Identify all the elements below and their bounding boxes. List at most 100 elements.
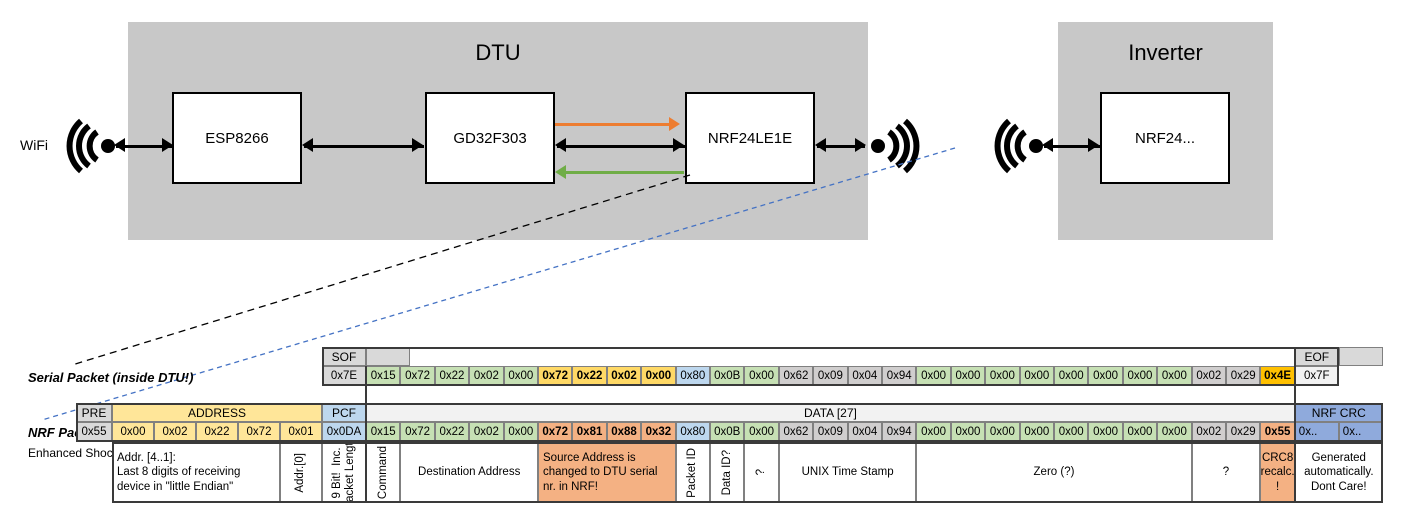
- nrf-byte-2: 0x22: [434, 422, 470, 442]
- nrf-antenna-link: [817, 145, 865, 148]
- wifi-label: WiFi: [20, 137, 48, 153]
- serial-byte-24: 0x02: [1191, 366, 1226, 386]
- nrf-byte-24: 0x02: [1191, 422, 1226, 442]
- nrf-byte-17: 0x00: [950, 422, 986, 442]
- serial-byte-7: 0x02: [606, 366, 642, 386]
- nrf-byte-23: 0x00: [1157, 422, 1192, 442]
- serial-byte-21: 0x00: [1088, 366, 1123, 386]
- nrf-byte-7: 0x88: [606, 422, 642, 442]
- zero-description: Zero (?): [916, 442, 1192, 503]
- nrf-byte-8: 0x32: [641, 422, 676, 442]
- arrowhead-left-icon: [1042, 138, 1053, 152]
- address-byte-0: 0x00: [112, 422, 154, 442]
- serial-byte-19: 0x00: [1019, 366, 1054, 386]
- arrowhead-right-orange-icon: [669, 117, 680, 131]
- arrowhead-right-icon: [412, 138, 423, 152]
- serial-byte-25: 0x29: [1226, 366, 1261, 386]
- eof-header-spacer: [1338, 347, 1383, 366]
- address-byte-3: 0x72: [238, 422, 280, 442]
- pre-header: PRE: [76, 403, 112, 422]
- nrf-byte-12: 0x62: [778, 422, 814, 442]
- nrf-byte-18: 0x00: [985, 422, 1020, 442]
- address-byte-2: 0x22: [196, 422, 238, 442]
- serial-byte-18: 0x00: [985, 366, 1020, 386]
- sof-value: 0x7E: [322, 366, 366, 386]
- pre-value: 0x55: [76, 422, 112, 442]
- arrowhead-left-icon: [815, 138, 826, 152]
- address-header: ADDRESS: [112, 403, 322, 422]
- nrf-byte-10: 0x0B: [710, 422, 745, 442]
- serial-byte-15: 0x94: [882, 366, 917, 386]
- unknown-description-2: ?: [1191, 442, 1261, 503]
- rx-arrow-line: [566, 171, 684, 174]
- dtu-title: DTU: [475, 40, 521, 65]
- command-description: Command: [366, 442, 401, 503]
- serial-byte-2: 0x22: [434, 366, 470, 386]
- inverter-antenna-icon: [994, 118, 1043, 174]
- eof-header: EOF: [1294, 347, 1339, 366]
- nrf-crc-byte-1: 0x..: [1338, 422, 1383, 442]
- chip-esp8266: ESP8266: [172, 92, 302, 184]
- block-diagram: DTU Inverter WiFi ESP8266 GD32F303 NRF24…: [20, 22, 1273, 240]
- wifi-esp-link: [116, 145, 174, 148]
- chip-label: ESP8266: [205, 129, 269, 147]
- arrowhead-right-icon: [855, 138, 866, 152]
- unknown-description-1: ?: [744, 442, 779, 503]
- chip-nrf24le1e: NRF24LE1E: [685, 92, 815, 184]
- pcf-description: 9 Bit! Inc. Packet Length: [322, 442, 366, 503]
- serial-byte-9: 0x80: [675, 366, 710, 386]
- nrf-byte-26: 0x55: [1260, 422, 1295, 442]
- sof-header-spacer: [366, 347, 410, 366]
- serial-byte-11: 0x00: [744, 366, 779, 386]
- arrowhead-left-icon: [555, 138, 566, 152]
- nrf-byte-15: 0x94: [882, 422, 917, 442]
- address-byte-4: 0x01: [280, 422, 322, 442]
- serial-byte-23: 0x00: [1157, 366, 1192, 386]
- unix-timestamp-description: UNIX Time Stamp: [778, 442, 917, 503]
- nrf-antenna-icon: [871, 118, 920, 174]
- arrowhead-left-icon: [302, 138, 313, 152]
- serial-byte-12: 0x62: [778, 366, 814, 386]
- nrf-byte-4: 0x00: [503, 422, 538, 442]
- arrowhead-left-green-icon: [555, 165, 566, 179]
- serial-byte-17: 0x00: [950, 366, 986, 386]
- serial-byte-20: 0x00: [1054, 366, 1089, 386]
- inverter-antenna-link: [1044, 145, 1100, 148]
- eof-value: 0x7F: [1294, 366, 1339, 386]
- data-id-description: Data ID?: [710, 442, 745, 503]
- serial-byte-4: 0x00: [503, 366, 538, 386]
- nrf-byte-6: 0x81: [572, 422, 607, 442]
- nrf-byte-11: 0x00: [744, 422, 779, 442]
- serial-byte-10: 0x0B: [710, 366, 745, 386]
- nrf-byte-20: 0x00: [1054, 422, 1089, 442]
- tx-arrow-line: [555, 123, 673, 126]
- serial-byte-16: 0x00: [916, 366, 951, 386]
- chip-nrf24: NRF24...: [1100, 92, 1230, 184]
- arrowhead-right-icon: [673, 138, 684, 152]
- arrowhead-right-icon: [162, 138, 173, 152]
- addr0-description: Addr.[0]: [280, 442, 322, 503]
- nrf-byte-3: 0x02: [469, 422, 504, 442]
- nrf-byte-0: 0x15: [366, 422, 401, 442]
- nrf-byte-19: 0x00: [1019, 422, 1054, 442]
- nrf-byte-13: 0x09: [813, 422, 848, 442]
- nrf-byte-25: 0x29: [1226, 422, 1261, 442]
- serial-byte-22: 0x00: [1122, 366, 1158, 386]
- serial-byte-6: 0x22: [572, 366, 607, 386]
- sof-header: SOF: [322, 347, 366, 366]
- nrf-byte-9: 0x80: [675, 422, 710, 442]
- packet-tables: Serial Packet (inside DTU!) NRF Packet E…: [0, 340, 1406, 523]
- serial-byte-26: 0x4E: [1260, 366, 1295, 386]
- destination-address-description: Destination Address: [400, 442, 538, 503]
- nrf-byte-5: 0x72: [538, 422, 573, 442]
- nrf-crc-byte-0: 0x..: [1294, 422, 1339, 442]
- chip-gd32f303: GD32F303: [425, 92, 555, 184]
- chip-label: NRF24LE1E: [707, 129, 793, 147]
- nrf-crc-header: NRF CRC: [1294, 403, 1383, 422]
- esp-gd32-link: [304, 145, 424, 148]
- serial-byte-13: 0x09: [813, 366, 848, 386]
- inverter-title: Inverter: [1128, 40, 1203, 65]
